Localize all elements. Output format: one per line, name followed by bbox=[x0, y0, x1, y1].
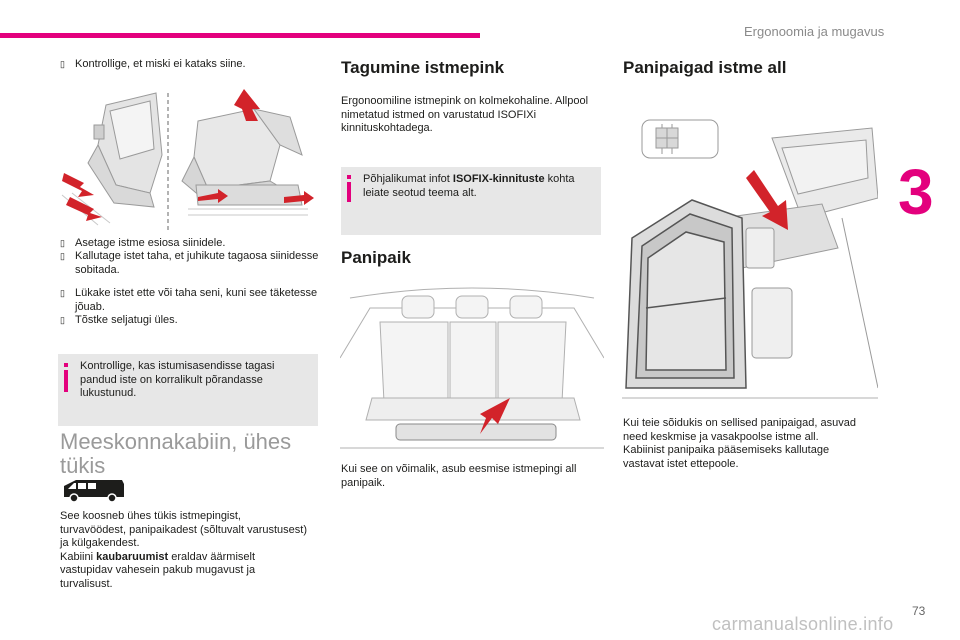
rear-bench-paragraph: Ergonoomiline istmepink on kolmekohaline… bbox=[341, 95, 589, 134]
bullet-front-on-rails: ▯ Asetage istme esiosa siinidele. bbox=[60, 237, 325, 251]
section-accent-bar bbox=[0, 33, 480, 38]
info-icon-bar bbox=[347, 182, 351, 202]
bullet-tilt-seat: ▯ Kallutage istet taha, et juhikute taga… bbox=[60, 250, 325, 277]
storage-caption: Kui see on võimalik, asub eesmise istmep… bbox=[341, 463, 577, 489]
bullet-text: Lükake istet ette või taha seni, kuni se… bbox=[75, 287, 318, 313]
crew-cab-text-2-bold: kaubaruumist bbox=[96, 550, 169, 563]
crew-cab-text-1: See koosneb ühes tükis istmepingist, tur… bbox=[60, 510, 308, 549]
section-title: Ergonoomia ja mugavus bbox=[744, 24, 885, 39]
isofix-note-bold: ISOFIX-kinnituste bbox=[452, 173, 545, 185]
note-text: Kontrollige, kas istumisasendisse tagasi… bbox=[80, 360, 275, 399]
bullet-text: Tõstke seljatugi üles. bbox=[75, 314, 178, 326]
page-number: 73 bbox=[912, 604, 926, 618]
bullet-check-rails: ▯ Kontrollige, et miski ei kataks siine. bbox=[60, 58, 325, 72]
bullet-raise-backrest: ▯ Tõstke seljatugi üles. bbox=[60, 314, 325, 328]
bullet-text: Kallutage istet taha, et juhikute tagaos… bbox=[75, 250, 319, 276]
checkbox-bullet-icon: ▯ bbox=[60, 315, 65, 325]
note-box-isofix: Põhjalikumat infot ISOFIX-kinnituste koh… bbox=[341, 167, 601, 235]
isofix-note-suffix: kohta leiate seotud teema alt. bbox=[363, 173, 575, 199]
info-icon bbox=[64, 363, 68, 367]
checkbox-bullet-icon: ▯ bbox=[60, 288, 65, 298]
seat-installation-illustration bbox=[61, 89, 314, 230]
under-seat-caption: Kui teie sõidukis on sellised panipaigad… bbox=[623, 417, 873, 471]
under-seat-storage-heading: Panipaigad istme all bbox=[623, 58, 787, 77]
bench-storage-illustration bbox=[340, 287, 604, 449]
crew-cab-heading: Meeskonnakabiin, ühes tükis bbox=[60, 429, 292, 478]
crew-cab-text-2-prefix: Kabiini bbox=[60, 550, 97, 563]
watermark: carmanualsonline.info bbox=[712, 614, 894, 634]
under-seat-storage-illustration bbox=[622, 119, 878, 399]
isofix-note-prefix: Põhjalikumat infot bbox=[363, 173, 453, 185]
under-seat-caption-2: Kabiinist panipaika pääsemiseks kallutag… bbox=[623, 444, 830, 470]
note-text: Põhjalikumat infot ISOFIX-kinnituste koh… bbox=[363, 173, 591, 200]
bullet-text: Kontrollige, et miski ei kataks siine. bbox=[75, 58, 246, 70]
crew-cab-text-2-suffix: eraldav äärmiselt vastupidav vahesein pa… bbox=[60, 550, 256, 590]
info-icon bbox=[347, 175, 351, 179]
van-icon bbox=[60, 478, 128, 504]
info-icon-bar bbox=[64, 370, 68, 392]
checkbox-bullet-icon: ▯ bbox=[60, 59, 65, 69]
bullet-slide-seat: ▯ Lükake istet ette või taha seni, kuni … bbox=[60, 287, 325, 314]
note-box-locking: Kontrollige, kas istumisasendisse tagasi… bbox=[58, 354, 318, 426]
under-seat-caption-1: Kui teie sõidukis on sellised panipaigad… bbox=[623, 417, 856, 443]
crew-cab-paragraph: See koosneb ühes tükis istmepingist, tur… bbox=[60, 510, 310, 591]
rear-bench-heading: Tagumine istmepink bbox=[341, 58, 505, 77]
checkbox-bullet-icon: ▯ bbox=[60, 238, 65, 248]
storage-heading: Panipaik bbox=[341, 248, 411, 267]
bullet-text: Asetage istme esiosa siinidele. bbox=[75, 237, 226, 249]
chapter-number: 3 bbox=[898, 156, 934, 228]
checkbox-bullet-icon: ▯ bbox=[60, 251, 65, 261]
